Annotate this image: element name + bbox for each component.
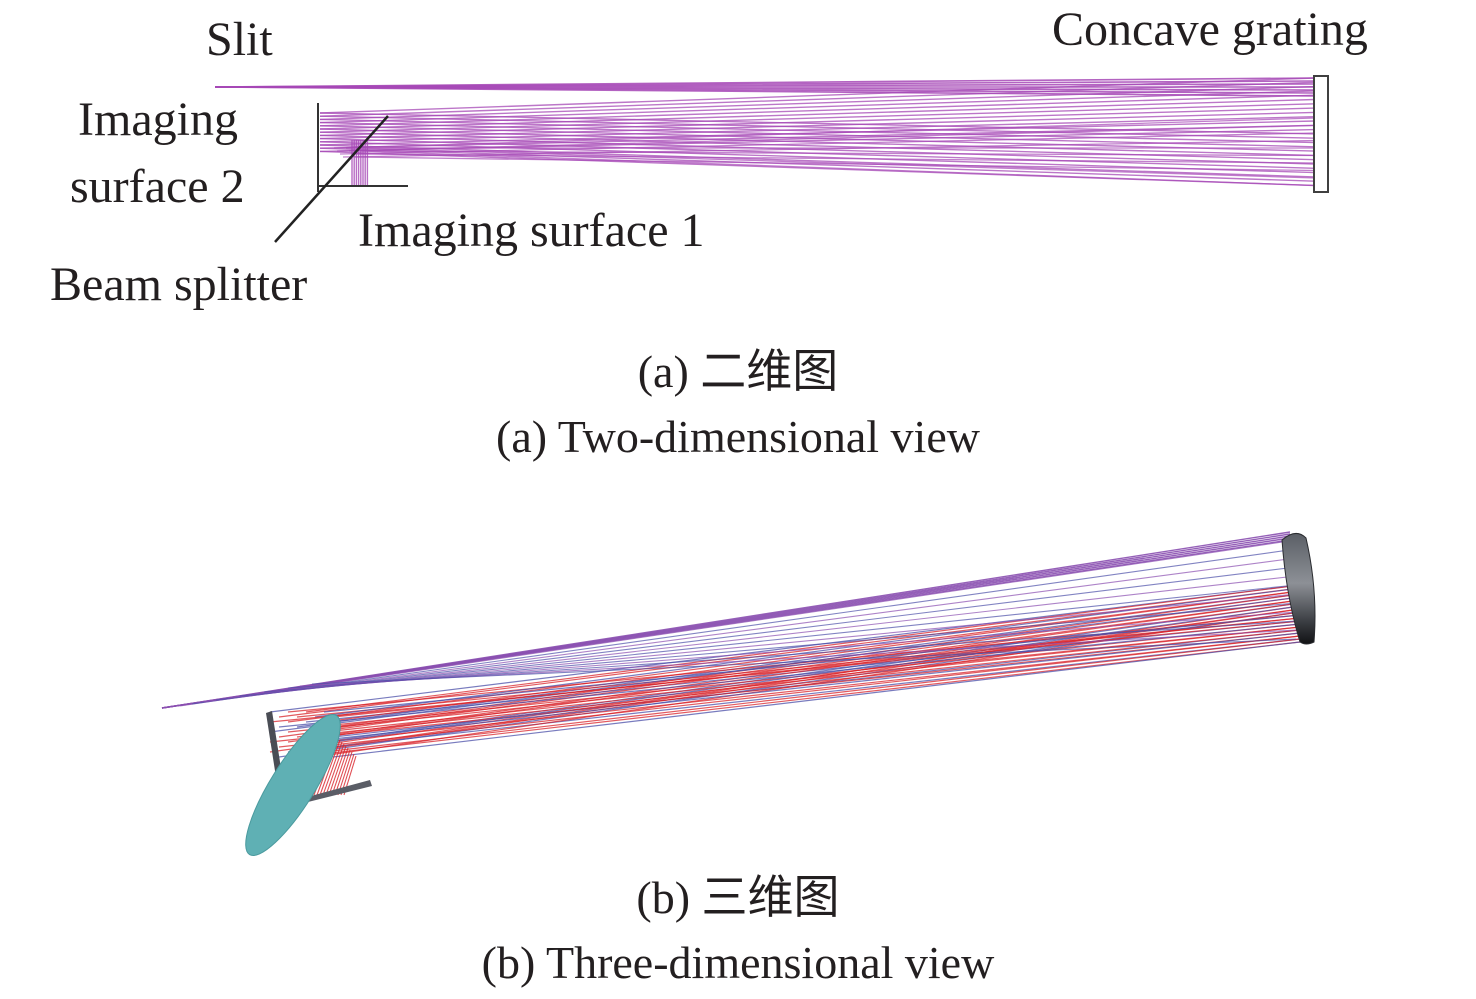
ray <box>357 147 1316 179</box>
ray <box>360 150 1316 187</box>
ray <box>319 77 1316 114</box>
concave-grating-2d <box>1313 75 1329 193</box>
ray <box>325 743 345 796</box>
ray <box>319 134 1316 165</box>
ray <box>319 94 1316 127</box>
ray <box>319 128 1316 157</box>
ray <box>319 85 1316 121</box>
ray <box>305 584 1301 713</box>
ray <box>319 98 1316 130</box>
ray <box>287 626 1301 733</box>
ray <box>278 599 1301 738</box>
ray <box>319 147 1316 182</box>
ray <box>278 635 1301 748</box>
ray <box>215 566 1297 701</box>
beam-splitter-label: Beam splitter <box>50 258 308 311</box>
ray <box>319 81 1316 117</box>
caption-b-chinese: (b) 三维图 <box>636 872 840 923</box>
ray <box>319 116 1316 143</box>
ray <box>161 539 1291 709</box>
ray <box>319 739 341 796</box>
ray <box>322 741 343 796</box>
ray <box>354 156 1316 172</box>
ray <box>319 111 1316 140</box>
ray <box>251 593 1297 695</box>
ray <box>319 107 1316 137</box>
caption-a-chinese: (a) 二维图 <box>637 346 839 397</box>
concave-grating-label: Concave grating <box>1052 3 1368 56</box>
beam-splitter-3d <box>245 713 341 857</box>
ray <box>337 751 353 796</box>
ray <box>263 602 1297 693</box>
imaging-surface-2-label-line1: Imaging <box>78 93 238 146</box>
ray <box>269 596 1301 733</box>
ray <box>319 90 1316 124</box>
ray-trace-2d <box>214 77 1316 187</box>
ray <box>334 749 351 796</box>
ray <box>287 590 1301 723</box>
ray <box>179 539 1297 707</box>
slit-label: Slit <box>206 13 273 66</box>
ray <box>296 605 1301 748</box>
imaging-surface-1-3d <box>296 780 372 804</box>
ray <box>314 611 1301 758</box>
imaging-surface-1-label: Imaging surface 1 <box>358 204 705 257</box>
ray <box>214 86 1316 97</box>
ray <box>342 139 1316 158</box>
ray <box>296 629 1301 738</box>
ray <box>319 124 1316 149</box>
ray <box>319 103 1316 133</box>
ray <box>314 635 1301 748</box>
ray <box>296 593 1301 728</box>
ray <box>305 632 1301 743</box>
caption-b-english: (b) Three-dimensional view <box>481 937 995 988</box>
ray <box>351 153 1316 164</box>
ray <box>328 745 347 796</box>
ray <box>239 584 1297 697</box>
ray <box>319 118 1316 144</box>
ray <box>339 132 1316 155</box>
ray-trace-3d <box>161 531 1301 796</box>
ray <box>287 602 1301 743</box>
beam-splitter-2d <box>274 115 389 243</box>
ray <box>305 608 1301 753</box>
ray <box>269 584 1301 713</box>
concave-grating-3d <box>1281 533 1316 645</box>
ray <box>287 638 1301 753</box>
ray <box>311 638 1297 685</box>
ray <box>227 575 1297 699</box>
ray <box>336 124 1316 152</box>
ray <box>296 641 1301 758</box>
ray <box>333 117 1316 149</box>
ray <box>331 747 349 796</box>
ray <box>203 557 1297 703</box>
ray <box>323 638 1301 753</box>
ray <box>191 548 1297 705</box>
ray <box>278 623 1301 728</box>
ray <box>269 620 1301 723</box>
imaging-surface-2-label-line2: surface 2 <box>70 160 245 213</box>
ray <box>348 150 1316 157</box>
ray <box>319 115 1316 139</box>
caption-a-english: (a) Two-dimensional view <box>496 411 980 462</box>
ray <box>332 641 1301 758</box>
